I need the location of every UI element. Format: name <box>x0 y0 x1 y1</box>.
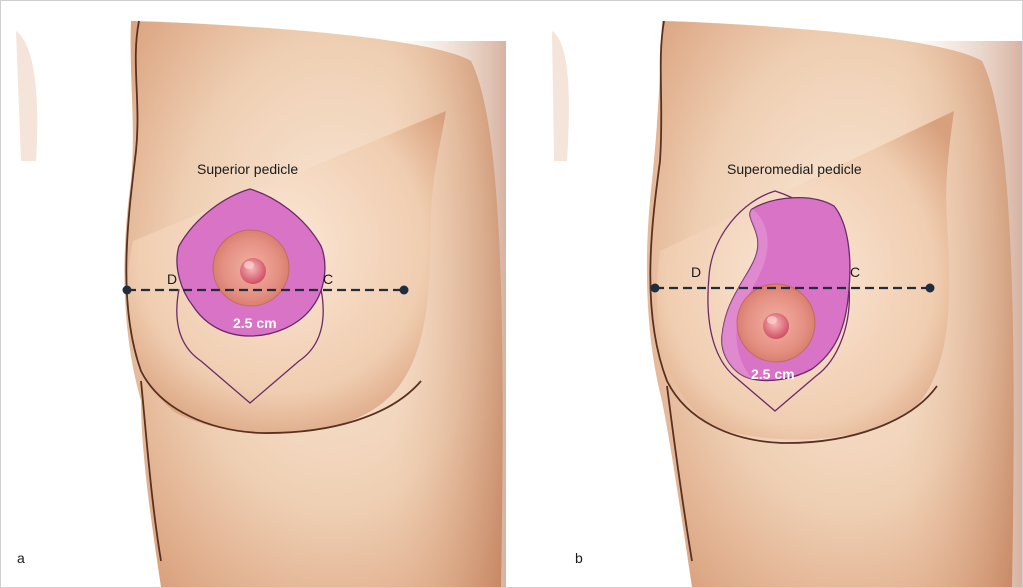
body-side-outline <box>140 380 162 562</box>
arm-shadow <box>16 31 38 161</box>
point-d-label: D <box>167 271 177 287</box>
panel-a-illustration: Superior pedicle D C 2.5 cm a <box>16 20 506 587</box>
nipple-highlight <box>767 316 777 324</box>
meridian-left-point <box>650 283 660 293</box>
meridian-left-point <box>122 285 132 295</box>
point-d-label: D <box>691 264 701 280</box>
panel-b: Superomedial pedicle D C 2.5 cm b <box>512 1 1022 587</box>
pedicle-title: Superomedial pedicle <box>727 161 862 177</box>
breast-outline <box>649 20 938 444</box>
breast-outline <box>125 20 422 434</box>
body-side-outline <box>666 385 693 562</box>
nipple <box>240 258 266 284</box>
meridian-right-point <box>925 283 935 293</box>
pedicle-medial-region <box>721 209 768 379</box>
measurement-label: 2.5 cm <box>233 315 277 331</box>
panel-a: Superior pedicle D C 2.5 cm a <box>1 1 512 587</box>
panel-b-illustration: Superomedial pedicle D C 2.5 cm b <box>552 20 1022 587</box>
point-c-label: C <box>850 264 860 280</box>
measurement-label: 2.5 cm <box>751 366 795 382</box>
meridian-right-point <box>399 285 409 295</box>
keyhole-outline <box>176 288 324 404</box>
pedicle-title: Superior pedicle <box>197 161 298 177</box>
panel-letter-a: a <box>17 550 25 566</box>
arm-shadow <box>552 31 569 161</box>
nipple <box>763 313 789 339</box>
panel-letter-b: b <box>575 550 583 566</box>
nipple-highlight <box>244 261 254 269</box>
point-c-label: C <box>323 271 333 287</box>
